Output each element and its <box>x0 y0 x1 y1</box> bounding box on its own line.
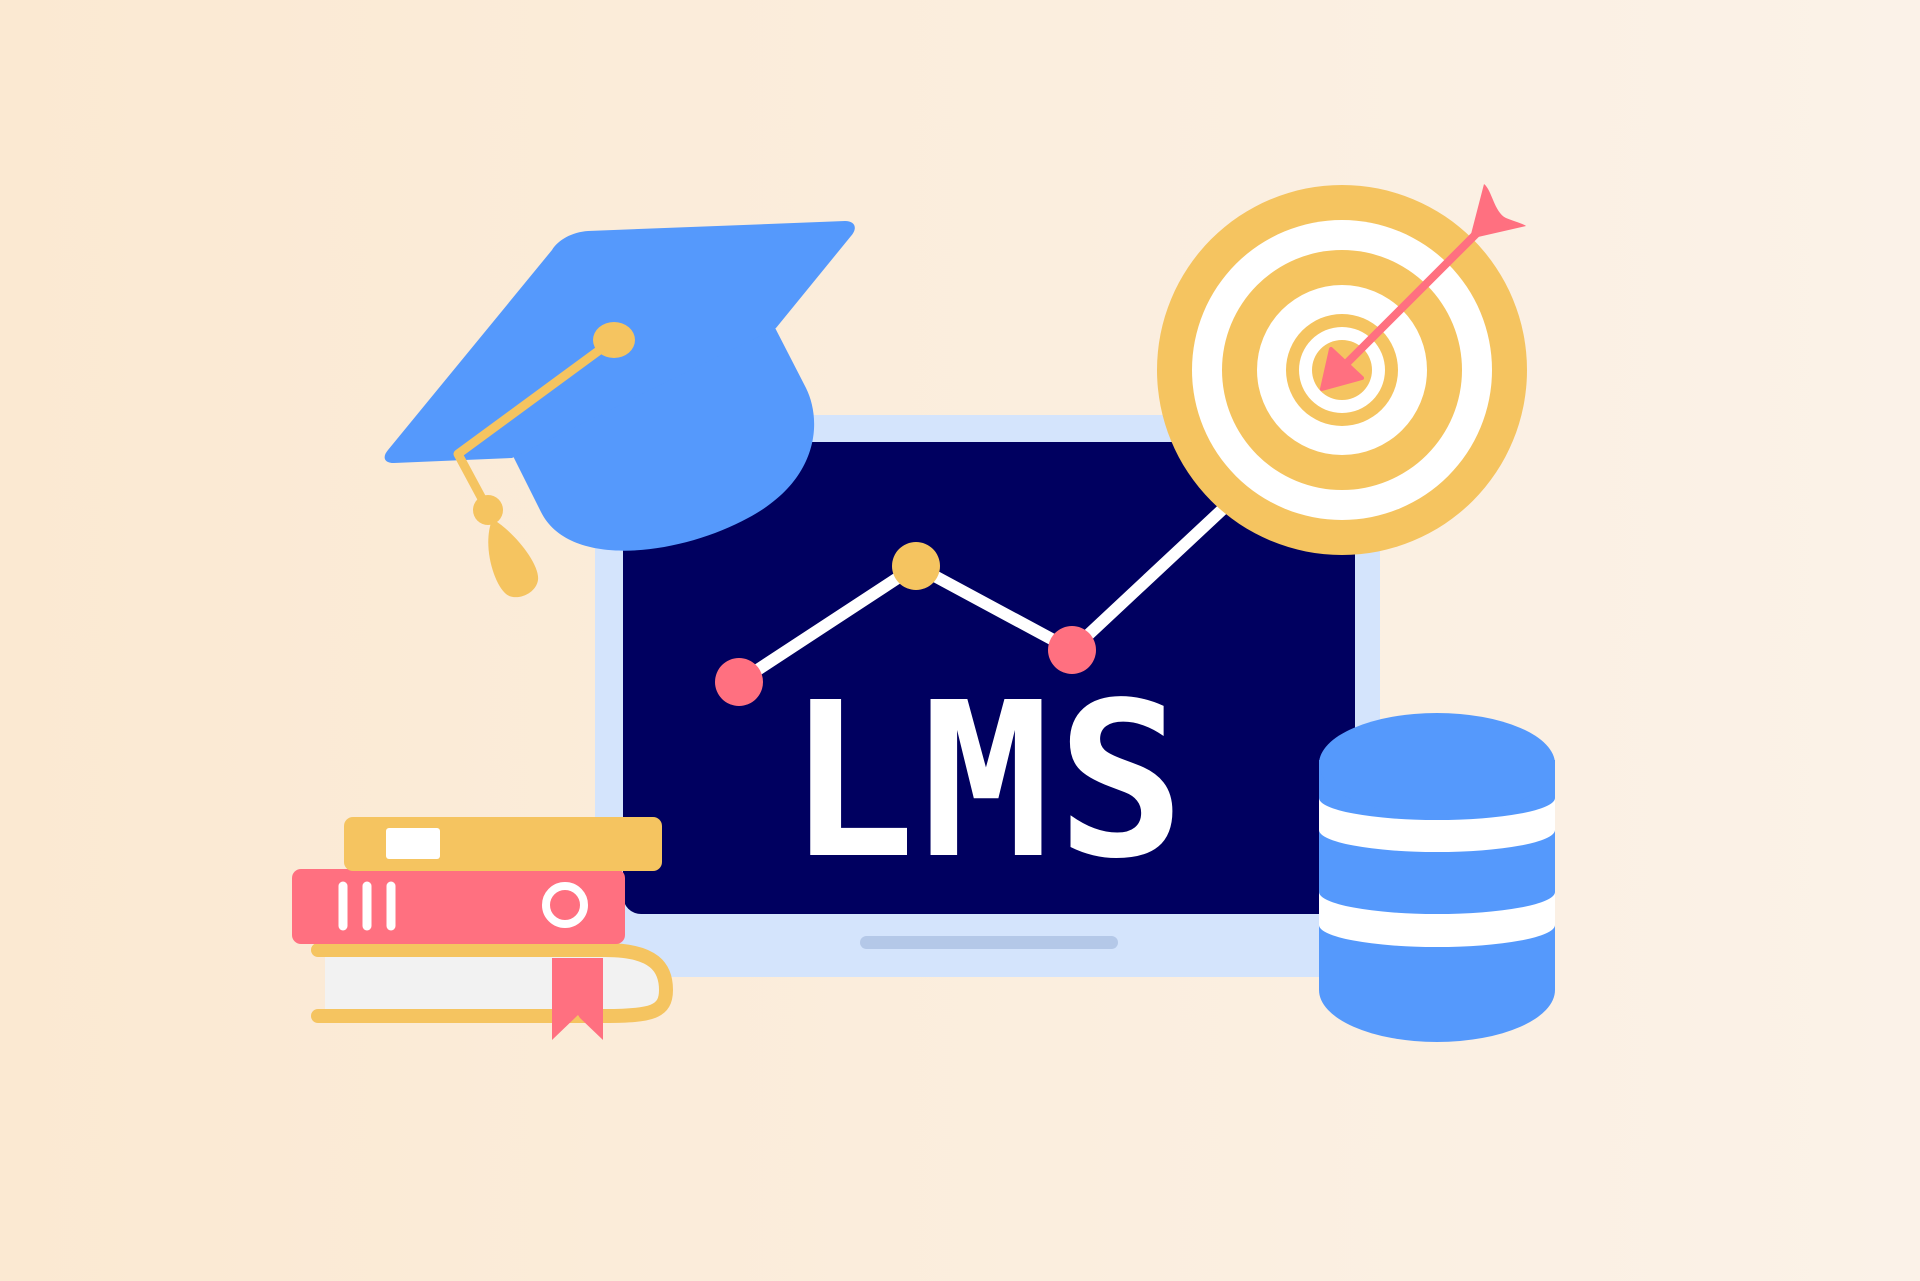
cap-tassel <box>488 520 539 598</box>
database-top <box>1319 713 1555 815</box>
cap-button <box>593 322 635 358</box>
line-chart-icon <box>715 487 1246 706</box>
cap-tassel-knot <box>473 495 503 525</box>
book-middle <box>292 869 625 944</box>
book-bottom-pages <box>325 950 662 1015</box>
chart-point-2 <box>892 542 940 590</box>
screen-label: LMS <box>787 657 1192 906</box>
books-icon <box>292 817 673 1040</box>
arrow-shaft <box>1344 228 1482 366</box>
arrow-icon <box>1320 184 1526 391</box>
database-band-2 <box>1319 892 1555 947</box>
book-top-label <box>386 828 440 859</box>
arrow-head <box>1320 347 1364 391</box>
chart-line <box>733 487 1246 688</box>
graduation-cap-icon <box>384 221 855 598</box>
database-band-1 <box>1319 798 1555 852</box>
monitor-stand-bar <box>860 936 1118 949</box>
book-bookmark <box>552 958 603 1040</box>
chart-point-1 <box>715 658 763 706</box>
book-middle-emblem <box>542 882 588 928</box>
book-bottom-cover <box>311 943 673 1023</box>
cap-tassel-cord <box>453 333 621 513</box>
chart-point-3 <box>1048 626 1096 674</box>
arrow-fletching <box>1470 184 1526 238</box>
database-icon <box>1319 713 1555 1042</box>
